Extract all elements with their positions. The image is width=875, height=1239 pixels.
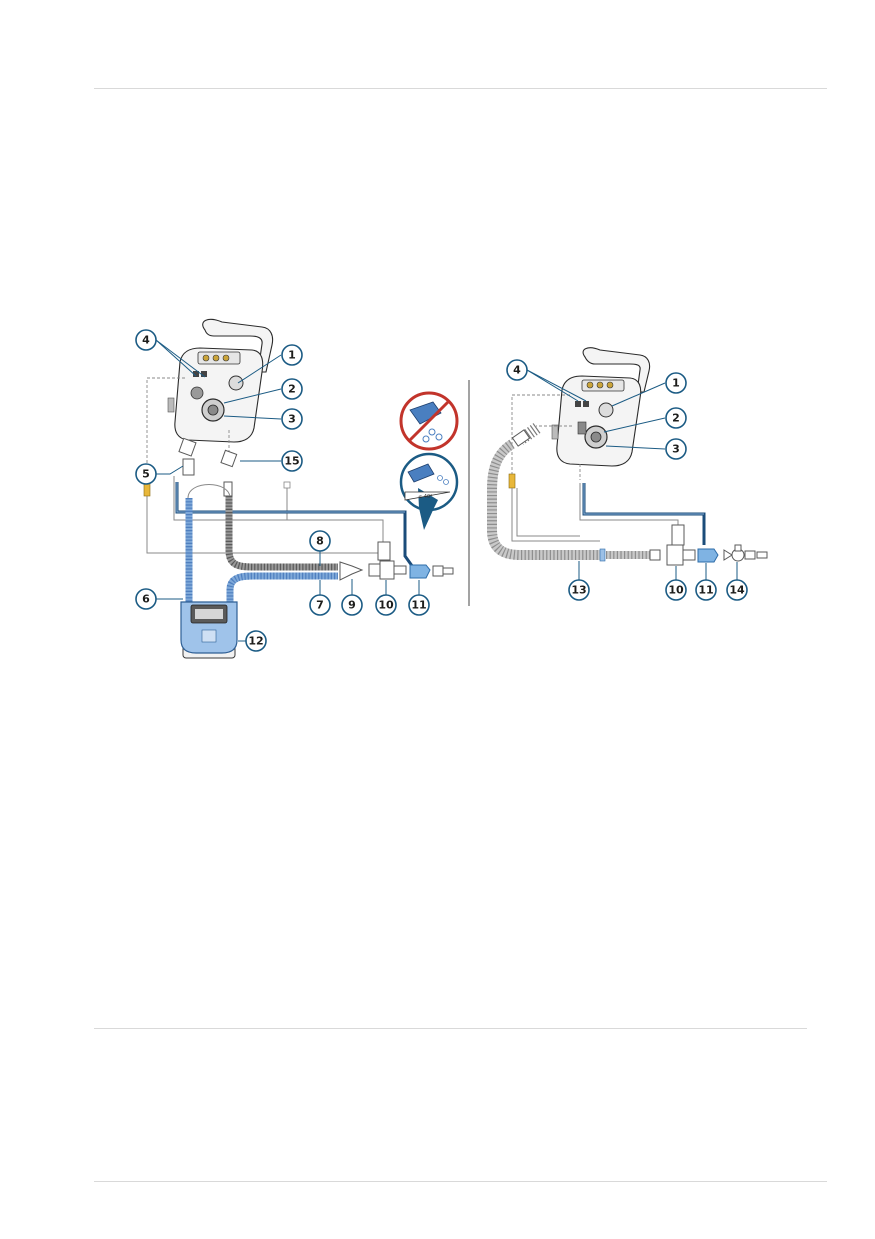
callout-label: 1 — [288, 349, 296, 362]
callout-1-left: 1 — [281, 344, 303, 366]
callout-3-right: 3 — [665, 438, 687, 460]
callout-4-left: 4 — [135, 329, 157, 351]
callout-2-left: 2 — [281, 378, 303, 400]
callout-label: 13 — [571, 584, 586, 597]
callout-11-right: 11 — [695, 579, 717, 601]
callout-label: 4 — [142, 334, 150, 347]
callout-7-left: 7 — [309, 594, 331, 616]
ventilator-body-right — [556, 375, 642, 467]
callout-2-right: 2 — [665, 407, 687, 429]
callout-label: 11 — [411, 599, 426, 612]
header-rule — [94, 88, 827, 89]
callout-4-right: 4 — [506, 359, 528, 381]
angle-orientation-icon: ≤ 40° — [399, 452, 459, 530]
callout-11-left: 11 — [408, 594, 430, 616]
callout-label: 3 — [288, 413, 296, 426]
callout-label: 15 — [284, 455, 299, 468]
callout-label: 3 — [672, 443, 680, 456]
callout-12-left: 12 — [245, 630, 267, 652]
callout-label: 8 — [316, 535, 324, 548]
callout-label: 14 — [729, 584, 745, 597]
y-piece — [339, 561, 364, 581]
sensor-port — [193, 371, 199, 377]
callout-1-right: 1 — [665, 372, 687, 394]
callout-label: 6 — [142, 593, 150, 606]
no-water-warning-icon — [399, 391, 459, 451]
callout-14-right: 14 — [726, 579, 748, 601]
callout-10-right: 10 — [665, 579, 687, 601]
callout-8-left: 8 — [309, 530, 331, 552]
footer-rule-upper — [94, 1028, 807, 1029]
callout-9-left: 9 — [341, 594, 363, 616]
callout-label: 2 — [288, 383, 296, 396]
callout-label: 12 — [248, 635, 263, 648]
callout-label: 7 — [316, 599, 324, 612]
callout-15-left: 15 — [281, 450, 303, 472]
callout-label: 4 — [513, 364, 521, 377]
callout-13-right: 13 — [568, 579, 590, 601]
callout-5-left: 5 — [135, 463, 157, 485]
right-setup — [487, 347, 768, 590]
callout-6-left: 6 — [135, 588, 157, 610]
callout-label: 10 — [378, 599, 394, 612]
callout-label: 10 — [668, 584, 684, 597]
callout-label: 1 — [672, 377, 680, 390]
callout-10-left: 10 — [375, 594, 397, 616]
callout-label: 2 — [672, 412, 680, 425]
angle-label: ≤ 40° — [418, 494, 433, 500]
callout-3-left: 3 — [281, 408, 303, 430]
callout-label: 11 — [698, 584, 713, 597]
callout-label: 9 — [348, 599, 356, 612]
footer-rule-lower — [94, 1181, 827, 1182]
callout-label: 5 — [142, 468, 150, 481]
expiratory-port — [228, 375, 244, 391]
left-setup: ≤ 40° — [143, 318, 459, 659]
